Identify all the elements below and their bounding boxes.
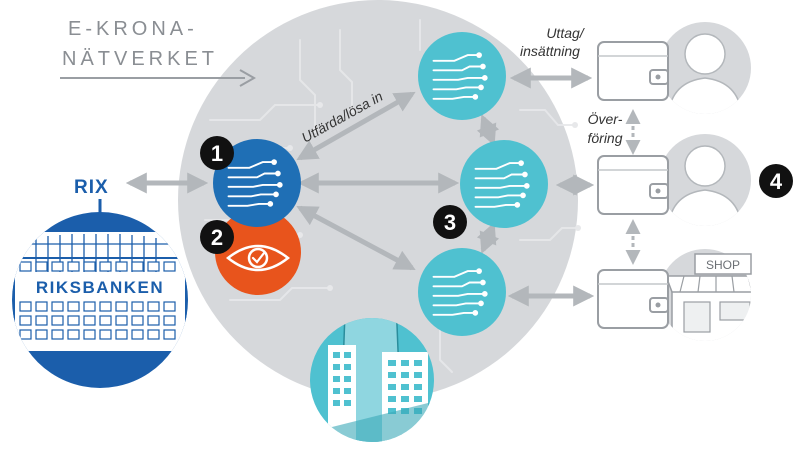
participant-node-middle xyxy=(460,140,548,228)
marker-1: 1 xyxy=(200,136,234,170)
wallet-icon xyxy=(597,41,669,101)
user-row-top xyxy=(597,22,751,114)
withdraw-label-line-2: insättning xyxy=(520,43,580,59)
riksbanken-label: RIKSBANKEN xyxy=(36,278,164,297)
rix-label: RIX xyxy=(74,177,109,198)
marker-2: 2 xyxy=(200,220,234,254)
transfer-label-line-2: föring xyxy=(587,130,622,146)
title-line-1: E-KRONA- xyxy=(68,18,198,40)
transfer-label-line-1: Över- xyxy=(588,110,623,127)
participant-node-bottom xyxy=(418,248,506,336)
shop-sign: SHOP xyxy=(694,253,752,275)
wallet-icon xyxy=(597,269,669,329)
withdraw-label-line-1: Uttag/ xyxy=(546,25,585,41)
marker-3-label: 3 xyxy=(444,210,456,235)
shop-label: SHOP xyxy=(706,258,740,272)
arrow-node-top-mid xyxy=(476,114,500,146)
eye-check-icon xyxy=(225,244,291,272)
shop-row: SHOP xyxy=(597,249,752,341)
office-building-icon xyxy=(310,318,434,442)
arrow-issue-redeem xyxy=(296,91,416,161)
arrow-central-node-bottom xyxy=(296,205,416,271)
validator-node xyxy=(215,209,301,295)
user-row-middle xyxy=(597,134,751,226)
user-avatar-icon xyxy=(667,145,743,226)
wallet-icon xyxy=(597,155,669,215)
marker-1-label: 1 xyxy=(211,141,223,166)
marker-4: 4 xyxy=(759,164,793,198)
network-title: E-KRONA- NÄTVERKET xyxy=(60,18,257,87)
marker-3: 3 xyxy=(433,205,467,239)
marker-4-label: 4 xyxy=(770,169,783,194)
user-avatar-icon xyxy=(667,33,743,114)
connection-arrows xyxy=(125,67,595,307)
arrow-node-mid-bottom xyxy=(476,222,500,254)
central-node xyxy=(213,139,301,227)
shop-storefront-icon xyxy=(664,275,751,341)
riksbanken-block: RIX RIKSBANKEN xyxy=(12,177,188,388)
title-pointer-arrowhead xyxy=(239,69,257,87)
title-line-2: NÄTVERKET xyxy=(62,48,218,70)
marker-2-label: 2 xyxy=(211,225,223,250)
bank-building-icon xyxy=(13,232,187,353)
participant-node-top xyxy=(418,32,506,120)
